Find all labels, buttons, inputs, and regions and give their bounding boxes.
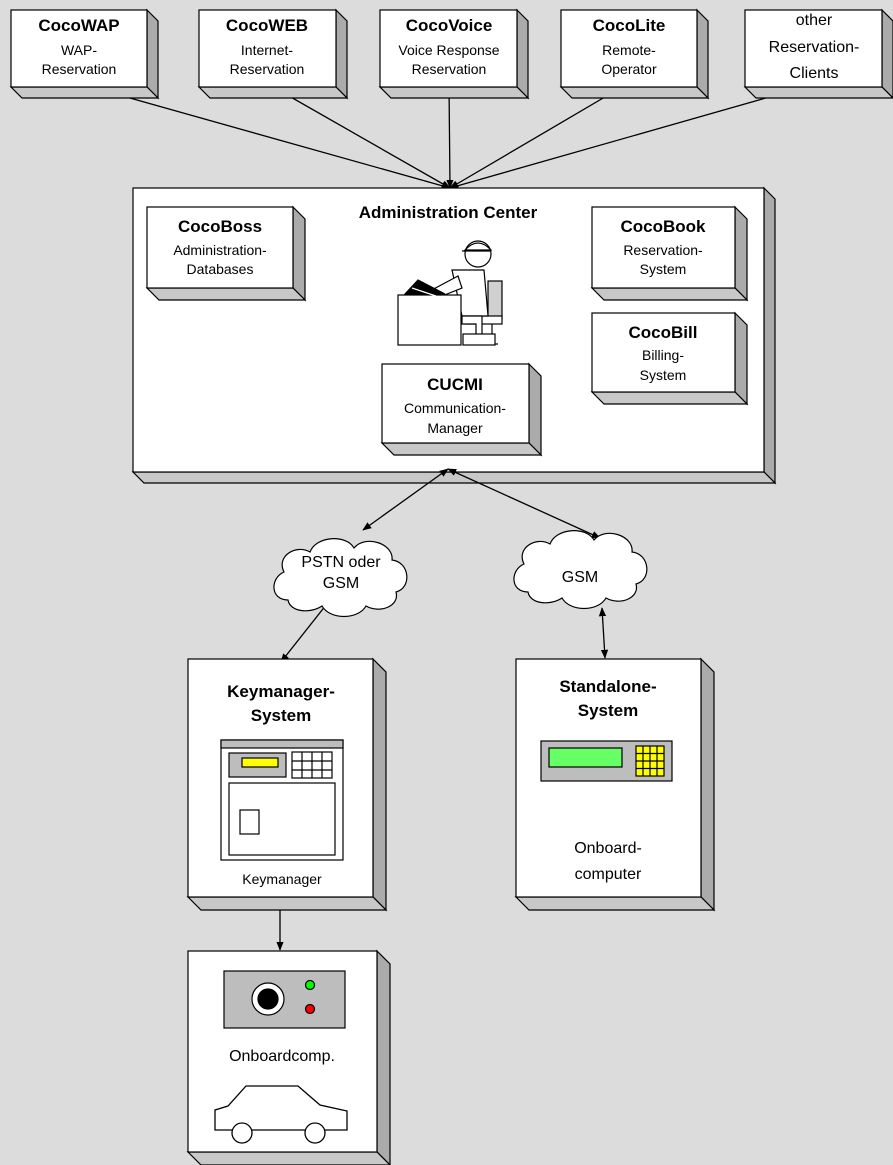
client-line: Reservation- [769,39,860,56]
cocobill-line: System [640,367,687,383]
link-cucmi-gsm [447,468,601,539]
client-line: Reservation [412,61,487,77]
network-links [276,468,609,951]
cocoboss-line: Administration- [173,242,267,258]
onboard-computer-icon [540,740,673,782]
cloud-label: GSM [323,575,359,592]
standalone-caption: Onboard- [574,840,642,857]
cloud-label: PSTN oder [301,554,381,571]
standalone-system: Standalone- System Onboard- computer [514,657,716,912]
keymanager-cabinet-icon [220,739,344,861]
cloud-pstn-gsm: PSTN oder GSM [273,538,408,618]
cocobill-title: CocoBill [629,323,698,342]
link-cocolite [449,83,628,189]
cocobill-line: Billing- [642,347,684,363]
client-line: Operator [601,61,657,77]
car-icon [214,1085,348,1144]
standalone-title: System [578,701,638,720]
client-cocowap: CocoWAP WAP- Reservation [9,8,160,100]
client-line: Voice Response [398,42,499,58]
cocoboss-line: Databases [187,261,254,277]
keypad-icon [291,751,333,779]
client-title: CocoWAP [38,16,119,35]
cucmi-box: CUCMI Communication- Manager [380,362,543,457]
client-links [79,82,816,190]
cocoboss-box: CocoBoss Administration- Databases [145,205,307,302]
client-line: other [796,12,833,29]
admin-center-title: Administration Center [359,203,538,222]
standalone-title: Standalone- [559,677,656,696]
card-reader-icon [223,970,346,1029]
onboard-caption: Onboardcomp. [229,1048,335,1065]
operator-icon [397,240,503,346]
client-line: WAP- [61,42,97,58]
client-line: Internet- [241,42,293,58]
client-title: CocoWEB [226,16,308,35]
link-cocoweb [267,83,451,189]
keymanager-title: Keymanager- [227,682,335,701]
link-pstn-keymanager [280,599,331,663]
keypad-icon [635,745,665,777]
client-cocovoice: CocoVoice Voice Response Reservation [378,8,530,100]
cocobook-title: CocoBook [621,217,707,236]
cocoboss-title: CocoBoss [178,217,262,236]
keymanager-display [241,757,279,768]
cucmi-title: CUCMI [427,375,483,394]
link-gsm-standalone [598,607,609,659]
client-cocolite: CocoLite Remote- Operator [559,8,710,100]
led-red-icon [304,1003,316,1015]
link-cocovoice [445,83,454,189]
standalone-caption: computer [575,866,642,883]
cucmi-line: Communication- [404,400,506,416]
led-green-icon [304,979,316,991]
client-line: Reservation [42,61,117,77]
client-line: Remote- [602,42,656,58]
link-other-clients [449,82,816,190]
cocobook-line: System [640,261,687,277]
client-line: Reservation [230,61,305,77]
standalone-display [548,747,623,768]
client-title: CocoVoice [406,16,493,35]
link-cucmi-pstn [362,468,449,531]
link-cocowap [79,82,451,190]
cocobook-box: CocoBook Reservation- System [590,205,749,302]
cocobook-line: Reservation- [623,242,703,258]
cloud-label: GSM [562,569,598,586]
client-cocoweb: CocoWEB Internet- Reservation [197,8,349,100]
cucmi-line: Manager [427,420,483,436]
client-other: other Reservation- Clients [743,8,893,99]
keymanager-caption: Keymanager [242,871,322,887]
client-title: CocoLite [593,16,666,35]
client-line: Clients [790,65,839,82]
cloud-gsm: GSM [513,530,648,610]
cocobill-box: CocoBill Billing- System [590,311,749,406]
keymanager-title: System [251,706,311,725]
